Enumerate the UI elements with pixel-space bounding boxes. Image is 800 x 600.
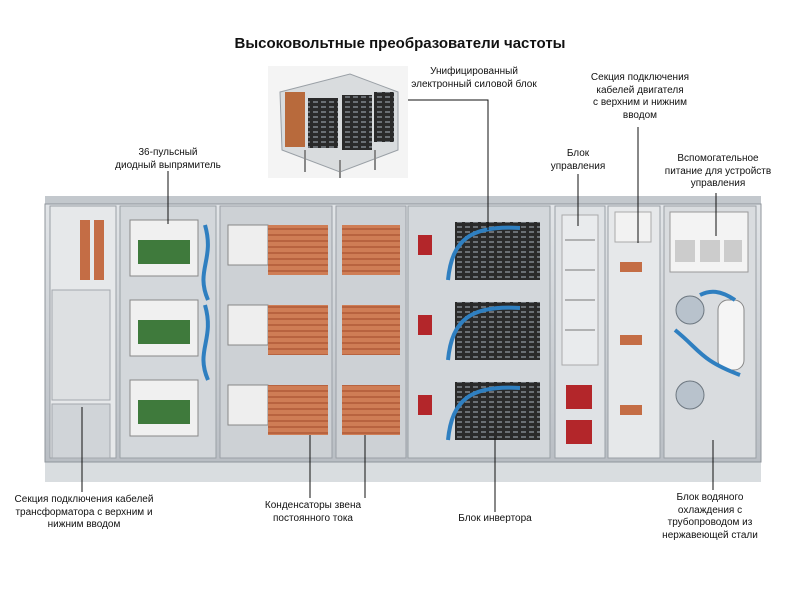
label-aux-power: Вспомогательное питание для устройств уп… (664, 153, 772, 189)
page-title: Высоковольтные преобразователи частоты (234, 35, 566, 52)
label-water-cooling: Блок водяного охлаждения с трубопроводом… (662, 492, 758, 541)
label-unified-power-block: Унифицированный электронный силовой блок (411, 66, 537, 90)
leader-lines (81, 99, 717, 512)
label-rectifier: 36-пульсный диодный выпрямитель (115, 147, 221, 171)
label-inverter-block: Блок инвертора (458, 513, 532, 524)
label-dc-capacitors: Конденсаторы звена постоянного тока (264, 500, 362, 524)
power-block-photo (268, 66, 408, 178)
leader-power-block (408, 99, 489, 230)
cabinet-lineup (44, 196, 762, 482)
label-control-block: Блок управления (550, 148, 606, 172)
label-transformer-cable-section: Секция подключения кабелей трансформатор… (14, 494, 154, 530)
label-motor-cable-section: Секция подключения кабелей двигателя с в… (590, 72, 690, 121)
